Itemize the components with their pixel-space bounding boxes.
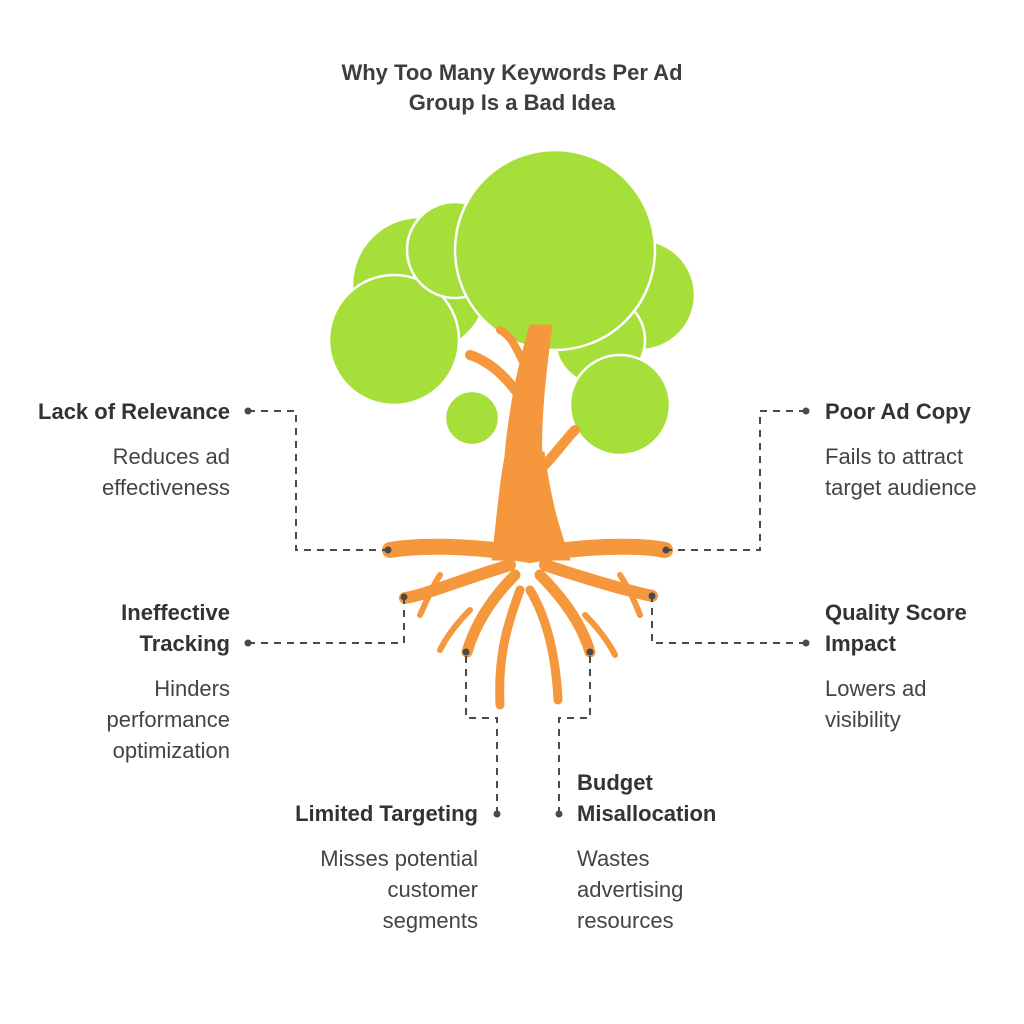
- item-description: Misses potential customer segments: [320, 846, 478, 933]
- item-lack-of-relevance: Lack of Relevance Reduces ad effectivene…: [0, 396, 230, 503]
- connector-ineffective-tracking: [248, 597, 405, 644]
- item-limited-targeting: Limited Targeting Misses potential custo…: [248, 798, 478, 936]
- connector-limited-targeting: [465, 652, 498, 814]
- item-ineffective-tracking: Ineffective Tracking Hinders performance…: [0, 597, 230, 766]
- tree-trunk-and-roots: [382, 324, 673, 710]
- item-heading: Limited Targeting: [295, 801, 478, 826]
- item-poor-ad-copy: Poor Ad Copy Fails to attract target aud…: [825, 396, 1024, 503]
- title-line-2: Group Is a Bad Idea: [408, 90, 616, 115]
- title-line-1: Why Too Many Keywords Per Ad: [341, 60, 683, 85]
- connector-poor-ad-copy: [666, 410, 806, 551]
- tree-foliage: [327, 148, 697, 457]
- item-heading: Ineffective Tracking: [121, 600, 230, 656]
- connector-dots: [244, 407, 810, 818]
- connector-lines: [248, 410, 806, 814]
- connector-budget-misallocation: [558, 652, 591, 814]
- item-description: Fails to attract target audience: [825, 444, 977, 500]
- connector-lack-of-relevance: [248, 410, 388, 551]
- item-description: Wastes advertising resources: [577, 846, 684, 933]
- diagram-title: Why Too Many Keywords Per Ad Group Is a …: [262, 58, 762, 118]
- item-heading: Poor Ad Copy: [825, 399, 971, 424]
- item-description: Hinders performance optimization: [106, 676, 230, 763]
- connector-quality-score: [651, 596, 806, 644]
- item-description: Lowers ad visibility: [825, 676, 927, 732]
- item-quality-score-impact: Quality Score Impact Lowers ad visibilit…: [825, 597, 1024, 735]
- item-description: Reduces ad effectiveness: [101, 444, 230, 500]
- item-heading: Budget Misallocation: [577, 770, 717, 826]
- item-heading: Lack of Relevance: [38, 399, 230, 424]
- item-budget-misallocation: Budget Misallocation Wastes advertising …: [577, 767, 807, 936]
- item-heading: Quality Score Impact: [825, 600, 967, 656]
